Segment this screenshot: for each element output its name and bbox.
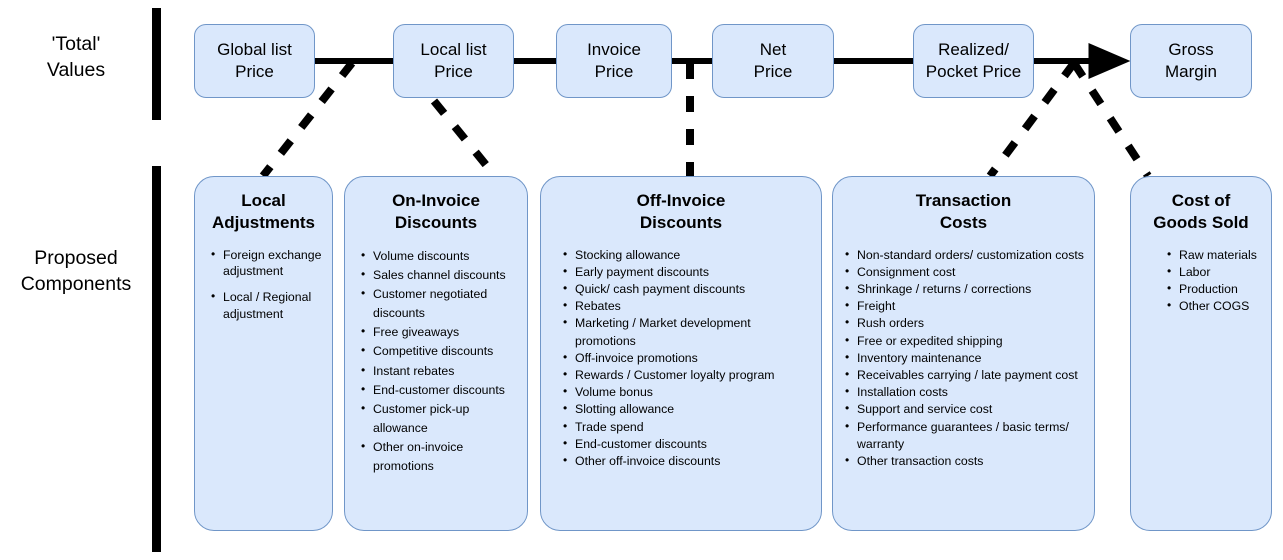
component-list-item: Marketing / Market development promotion… — [563, 314, 811, 349]
component-list-item: Rebates — [563, 297, 811, 315]
component-title: Cost of Goods Sold — [1153, 191, 1249, 232]
axis-bar-proposed-components — [152, 166, 161, 552]
waterfall-box-realized-pocket-price[interactable]: Realized/ Pocket Price — [913, 24, 1034, 98]
component-list-item: Non-standard orders/ customization costs — [845, 245, 1086, 264]
component-list-item: Instant rebates — [361, 361, 519, 381]
component-list-item: Rewards / Customer loyalty program — [563, 366, 811, 384]
component-list-item: Receivables carrying / late payment cost — [845, 366, 1086, 384]
waterfall-box-local-list-price[interactable]: Local list Price — [393, 24, 514, 98]
component-list-item: Trade spend — [563, 418, 811, 436]
component-list-item: Other COGS — [1167, 297, 1263, 315]
waterfall-box-invoice-price[interactable]: Invoice Price — [556, 24, 672, 98]
component-list-item: Off-invoice promotions — [563, 349, 811, 367]
component-list-item: Foreign exchange adjustment — [211, 245, 322, 280]
row-label-proposed-components: Proposed Components — [20, 247, 132, 295]
component-list-item: End-customer discounts — [361, 380, 519, 400]
component-list-item: Labor — [1167, 263, 1263, 281]
component-list-item: Freight — [845, 297, 1086, 315]
component-title: Local Adjustments — [212, 191, 315, 232]
component-title: On-Invoice Discounts — [392, 191, 480, 232]
component-list-item: Free or expedited shipping — [845, 332, 1086, 350]
component-list-item: End-customer discounts — [563, 435, 811, 453]
component-list-item: Stocking allowance — [563, 245, 811, 264]
component-list-item: Slotting allowance — [563, 400, 811, 418]
component-title: Off-Invoice Discounts — [636, 191, 726, 232]
component-list-item: Other transaction costs — [845, 452, 1086, 470]
component-list-item: Installation costs — [845, 383, 1086, 401]
component-list-item: Local / Regional adjustment — [211, 288, 322, 322]
waterfall-box-net-price[interactable]: Net Price — [712, 24, 834, 98]
component-item-list: Volume discountsSales channel discountsC… — [345, 245, 527, 477]
component-list-item: Production — [1167, 280, 1263, 298]
component-list-item: Volume bonus — [563, 383, 811, 401]
component-box-off-invoice-discounts[interactable]: Off-Invoice Discounts Stocking allowance… — [540, 176, 822, 531]
component-list-item: Quick/ cash payment discounts — [563, 280, 811, 298]
row-label-total-values: 'Total' Values — [46, 33, 106, 81]
component-list-item: Other on-invoice promotions — [361, 437, 519, 476]
component-item-list: Stocking allowanceEarly payment discount… — [541, 245, 821, 471]
component-list-item: Raw materials — [1167, 245, 1263, 264]
component-list-item: Inventory maintenance — [845, 349, 1086, 367]
axis-bar-total-values — [152, 8, 161, 120]
component-list-item: Competitive discounts — [361, 341, 519, 361]
component-box-on-invoice-discounts[interactable]: On-Invoice Discounts Volume discountsSal… — [344, 176, 528, 531]
component-title: Transaction Costs — [915, 191, 1012, 232]
component-list-item: Free giveaways — [361, 322, 519, 342]
waterfall-box-global-list-price[interactable]: Global list Price — [194, 24, 315, 98]
component-item-list: Non-standard orders/ customization costs… — [833, 245, 1094, 471]
component-list-item: Support and service cost — [845, 400, 1086, 418]
component-list-item: Early payment discounts — [563, 263, 811, 281]
component-item-list: Foreign exchange adjustmentLocal / Regio… — [195, 245, 332, 323]
component-list-item: Rush orders — [845, 314, 1086, 332]
waterfall-box-gross-margin[interactable]: Gross Margin — [1130, 24, 1252, 98]
component-list-item: Sales channel discounts — [361, 265, 519, 285]
component-box-local-adjustments[interactable]: Local Adjustments Foreign exchange adjus… — [194, 176, 333, 531]
component-list-item: Shrinkage / returns / corrections — [845, 280, 1086, 298]
component-list-item: Consignment cost — [845, 263, 1086, 281]
component-list-item: Customer negotiated discounts — [361, 284, 519, 323]
component-list-item: Volume discounts — [361, 245, 519, 266]
component-list-item: Customer pick-up allowance — [361, 399, 519, 438]
component-box-transaction-costs[interactable]: Transaction Costs Non-standard orders/ c… — [832, 176, 1095, 531]
component-box-cost-of-goods-sold[interactable]: Cost of Goods Sold Raw materialsLaborPro… — [1130, 176, 1272, 531]
component-item-list: Raw materialsLaborProductionOther COGS — [1131, 245, 1271, 316]
component-list-item: Other off-invoice discounts — [563, 452, 811, 470]
component-list-item: Performance guarantees / basic terms/ wa… — [845, 418, 1086, 453]
